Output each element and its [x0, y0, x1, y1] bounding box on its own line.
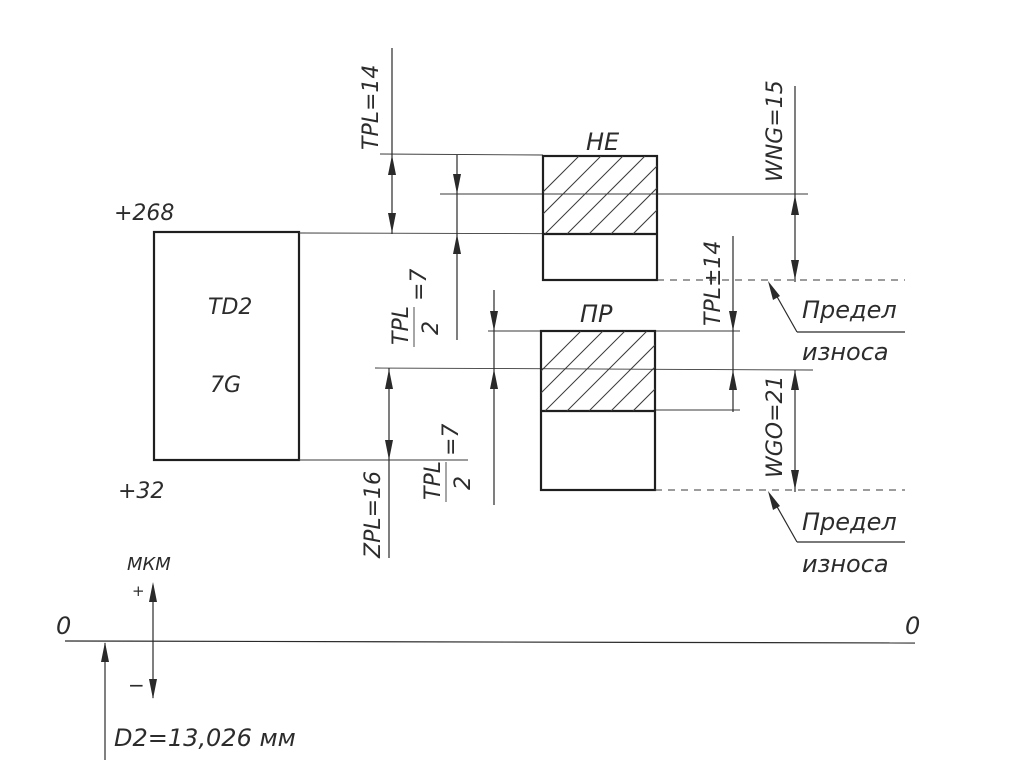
svg-text:TPL: TPL [421, 461, 446, 500]
svg-text:2: 2 [451, 476, 476, 490]
pr-gauge-label: ПР [580, 300, 613, 328]
dim-wgo-arrow-a [791, 370, 799, 390]
hole-label-7g: 7G [210, 373, 241, 398]
dim-tpl-top-arrow-b [388, 213, 396, 233]
axis-up-arrowhead [149, 582, 157, 602]
dim-wng-label: WNG=15 [763, 80, 788, 182]
svg-text:Предел: Предел [802, 508, 897, 536]
svg-text:износа: износа [802, 338, 889, 366]
axis-down-arrowhead [149, 679, 157, 699]
dim-tpl-half-ne-arrow-b [453, 234, 461, 254]
dim-tpl-pm-arrow-b [729, 370, 737, 390]
dim-tpl-pm-label: TPL±14 [701, 241, 726, 326]
dim-tpl-half-pr-arrow-b [490, 369, 498, 389]
dim-wng-arrow-a [791, 195, 799, 215]
svg-text:Предел: Предел [802, 296, 897, 324]
nominal-arrowhead [101, 642, 109, 662]
dim-zpl-label: ZPL=16 [361, 471, 386, 559]
dim-tpl-top-arrow-a [388, 155, 396, 175]
dim-tpl-half-pr-label: TPL 2 =7 [421, 424, 476, 502]
svg-text:износа: износа [802, 550, 889, 578]
svg-text:2: 2 [419, 321, 444, 335]
dim-zpl-arrow-a [385, 369, 393, 389]
dim-wgo-label: WGO=21 [763, 375, 788, 478]
pr-gauge-field [539, 329, 657, 492]
hole-label-td2: TD2 [208, 295, 252, 320]
ne-gauge-label: НЕ [586, 128, 620, 156]
zero-line [64, 640, 916, 644]
dim-tpl-top-label: TPL=14 [359, 65, 384, 150]
plus-sign: + [132, 582, 145, 600]
units-label: МКМ [127, 554, 171, 575]
hole-lower-deviation: +32 [118, 479, 164, 504]
nominal-size-label: D2=13,026 мм [114, 724, 296, 752]
hole-upper-deviation: +268 [114, 201, 174, 226]
ext-line-zero-pl [374, 367, 814, 371]
minus-sign: − [128, 673, 145, 697]
wear-limit-callout-pr: Предел износа [768, 491, 905, 578]
ext-line-ne-top [379, 153, 544, 156]
dim-tpl-half-ne-label: TPL 2 =7 [389, 269, 444, 347]
wear-limit-callout-ne: Предел износа [768, 281, 905, 366]
dim-tpl-half-ne-arrow-a [453, 174, 461, 194]
zero-label-right: 0 [905, 612, 920, 640]
dim-wng-arrow-b [791, 260, 799, 280]
ne-gauge-field [541, 154, 659, 282]
svg-text:=7: =7 [439, 424, 464, 456]
zero-label-left: 0 [56, 612, 71, 640]
svg-text:TPL: TPL [389, 306, 414, 345]
svg-text:=7: =7 [407, 269, 432, 301]
dim-wgo-arrow-b [791, 470, 799, 490]
hole-tolerance-field [152, 230, 301, 462]
dim-tpl-half-pr-arrow-a [490, 311, 498, 331]
dim-tpl-pm-arrow-a [729, 311, 737, 331]
dim-zpl-arrow-b [385, 440, 393, 460]
